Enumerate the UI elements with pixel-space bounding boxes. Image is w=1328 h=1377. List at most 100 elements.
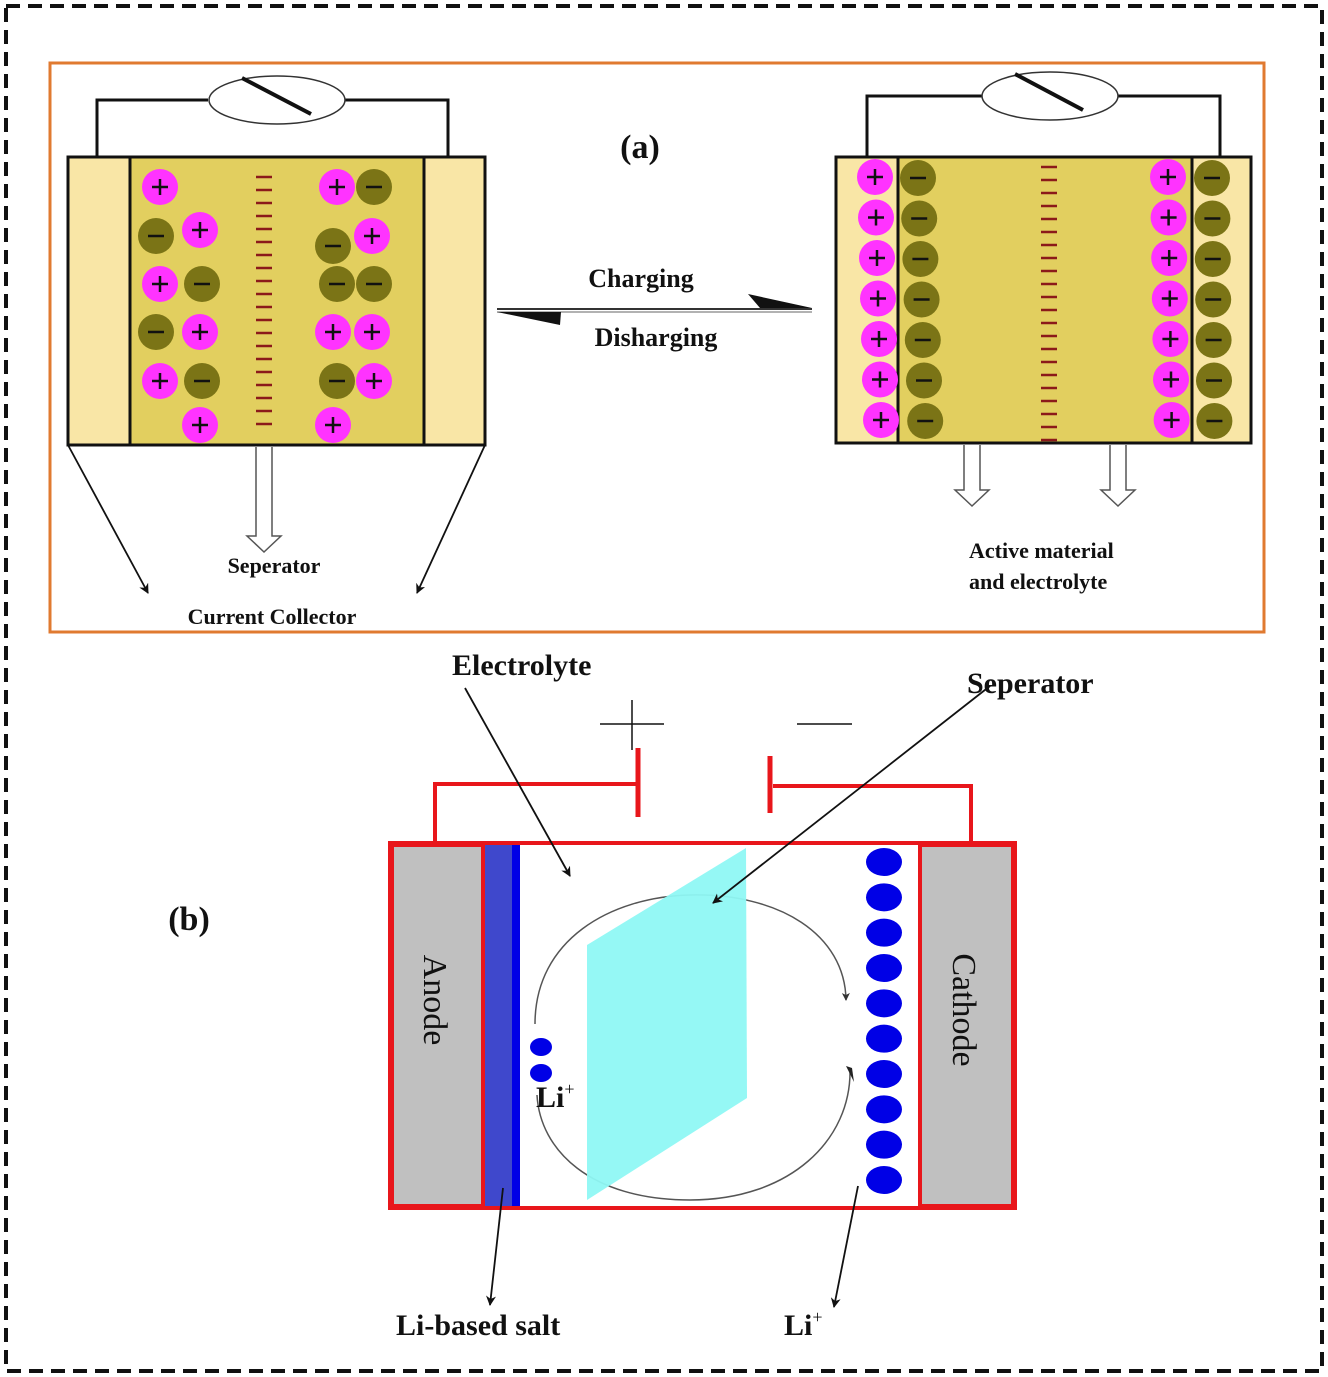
separator-dashes — [1041, 165, 1057, 442]
li-ion-icon — [530, 1064, 552, 1082]
charging-arrowhead — [748, 294, 812, 308]
negative-ion-icon — [1194, 200, 1231, 237]
negative-ion-icon — [907, 403, 944, 439]
negative-ion-icon — [138, 218, 174, 254]
collector-pointer-arrow — [416, 444, 486, 594]
discharging-label: Disharging — [595, 323, 718, 352]
li-ion-icon — [866, 1166, 902, 1194]
negative-ion-icon — [138, 314, 174, 350]
cathode — [918, 843, 1015, 1208]
positive-ion-icon — [1151, 240, 1188, 276]
electrolyte-pointer-arrow — [464, 687, 571, 877]
external-circuit-wire — [865, 94, 982, 157]
meter-needle — [1014, 72, 1084, 112]
positive-ion-icon — [356, 363, 392, 399]
positive-ion-icon — [182, 407, 218, 443]
anode-li-ions — [530, 1038, 552, 1082]
charge-discharge-arrows — [497, 294, 812, 325]
meter-needle — [241, 76, 312, 116]
li-salt-label: Li-based salt — [396, 1309, 560, 1342]
negative-ion-icon — [319, 363, 355, 399]
panel-b-label: (b) — [168, 901, 210, 938]
positive-ion-icon — [319, 169, 355, 205]
negative-ion-icon — [906, 362, 942, 399]
separator-label-a: Seperator — [228, 553, 321, 578]
ion-flow-arrowhead — [846, 1066, 854, 1082]
negative-ion-icon — [1194, 241, 1231, 277]
negative-ion-icon — [315, 228, 351, 264]
positive-ion-icon — [315, 407, 351, 443]
positive-ion-icon — [354, 218, 390, 254]
ion-flow-path — [536, 1067, 851, 1201]
current-collector-label: Current Collector — [188, 604, 357, 629]
current-collector-right — [422, 155, 487, 447]
li-ion-icon — [866, 918, 902, 947]
positive-ion-icon — [182, 212, 218, 248]
circuit-wire — [773, 784, 973, 842]
positive-ion-icon — [1153, 402, 1190, 438]
separator-hollow-arrow — [245, 447, 283, 554]
li-salt-layer — [485, 845, 512, 1206]
current-collector-left — [66, 155, 132, 447]
active-material-label-line2: and electrolyte — [969, 569, 1108, 594]
positive-ion-icon — [1151, 280, 1188, 317]
negative-ion-icon — [900, 160, 936, 196]
negative-ion-icon — [184, 363, 220, 399]
electrolyte-region — [896, 155, 1194, 445]
separator-pointer-arrow — [712, 685, 991, 904]
separator-label-b: Seperator — [967, 667, 1094, 700]
negative-ion-icon — [356, 266, 392, 302]
negative-ion-icon — [904, 322, 941, 358]
li-ion-icon — [866, 1130, 902, 1159]
charging-label: Charging — [588, 264, 693, 293]
meter-icon — [981, 71, 1119, 121]
ion-group — [857, 159, 1233, 439]
separator-sheet — [587, 848, 747, 1200]
positive-terminal-icon — [600, 700, 664, 750]
positive-ion-icon — [861, 321, 897, 357]
separator-dashes — [256, 175, 272, 426]
external-circuit-wire — [95, 98, 208, 157]
electrolyte-label: Electrolyte — [452, 649, 591, 682]
cathode-label: Cathode — [945, 953, 982, 1066]
negative-ion-icon — [319, 266, 355, 302]
negative-ion-icon — [184, 266, 220, 302]
circuit-wire — [433, 782, 638, 842]
active-material-hollow-arrow — [953, 445, 991, 508]
positive-ion-icon — [1153, 361, 1189, 398]
ion-group — [138, 169, 392, 443]
positive-ion-icon — [858, 199, 894, 236]
positive-ion-icon — [1152, 321, 1189, 357]
meter-icon — [208, 75, 346, 125]
positive-ion-icon — [1150, 199, 1187, 236]
positive-ion-icon — [182, 314, 218, 350]
active-material-hollow-arrow — [1099, 445, 1137, 508]
discharging-arrowhead — [497, 312, 561, 325]
li-bottom-label: Li+ — [784, 1307, 823, 1342]
charged-cell — [834, 71, 1253, 445]
li-ion-pointer-arrow — [830, 1185, 859, 1308]
negative-ion-icon — [1196, 403, 1233, 439]
positive-ion-icon — [142, 266, 178, 302]
discharged-cell — [66, 75, 487, 447]
anode-label: Anode — [416, 955, 453, 1046]
positive-ion-icon — [859, 240, 895, 276]
positive-ion-icon — [142, 363, 178, 399]
negative-ion-icon — [902, 241, 939, 277]
positive-ion-icon — [860, 280, 896, 317]
positive-ion-icon — [862, 361, 898, 398]
anode — [390, 843, 485, 1208]
li-ion-icon — [866, 848, 902, 876]
li-ion-icon — [866, 954, 902, 982]
collector-pointer-arrow — [67, 444, 149, 594]
external-circuit-wire — [1118, 94, 1222, 157]
li-salt-layer-edge — [512, 845, 520, 1206]
positive-ion-icon — [142, 169, 178, 205]
cathode-li-ions — [866, 848, 902, 1194]
active-material-label: Active material — [969, 538, 1114, 563]
li-ion-icon — [866, 883, 902, 912]
negative-ion-icon — [1194, 160, 1230, 196]
positive-ion-icon — [315, 314, 351, 350]
li-ion-icon — [866, 1024, 902, 1053]
